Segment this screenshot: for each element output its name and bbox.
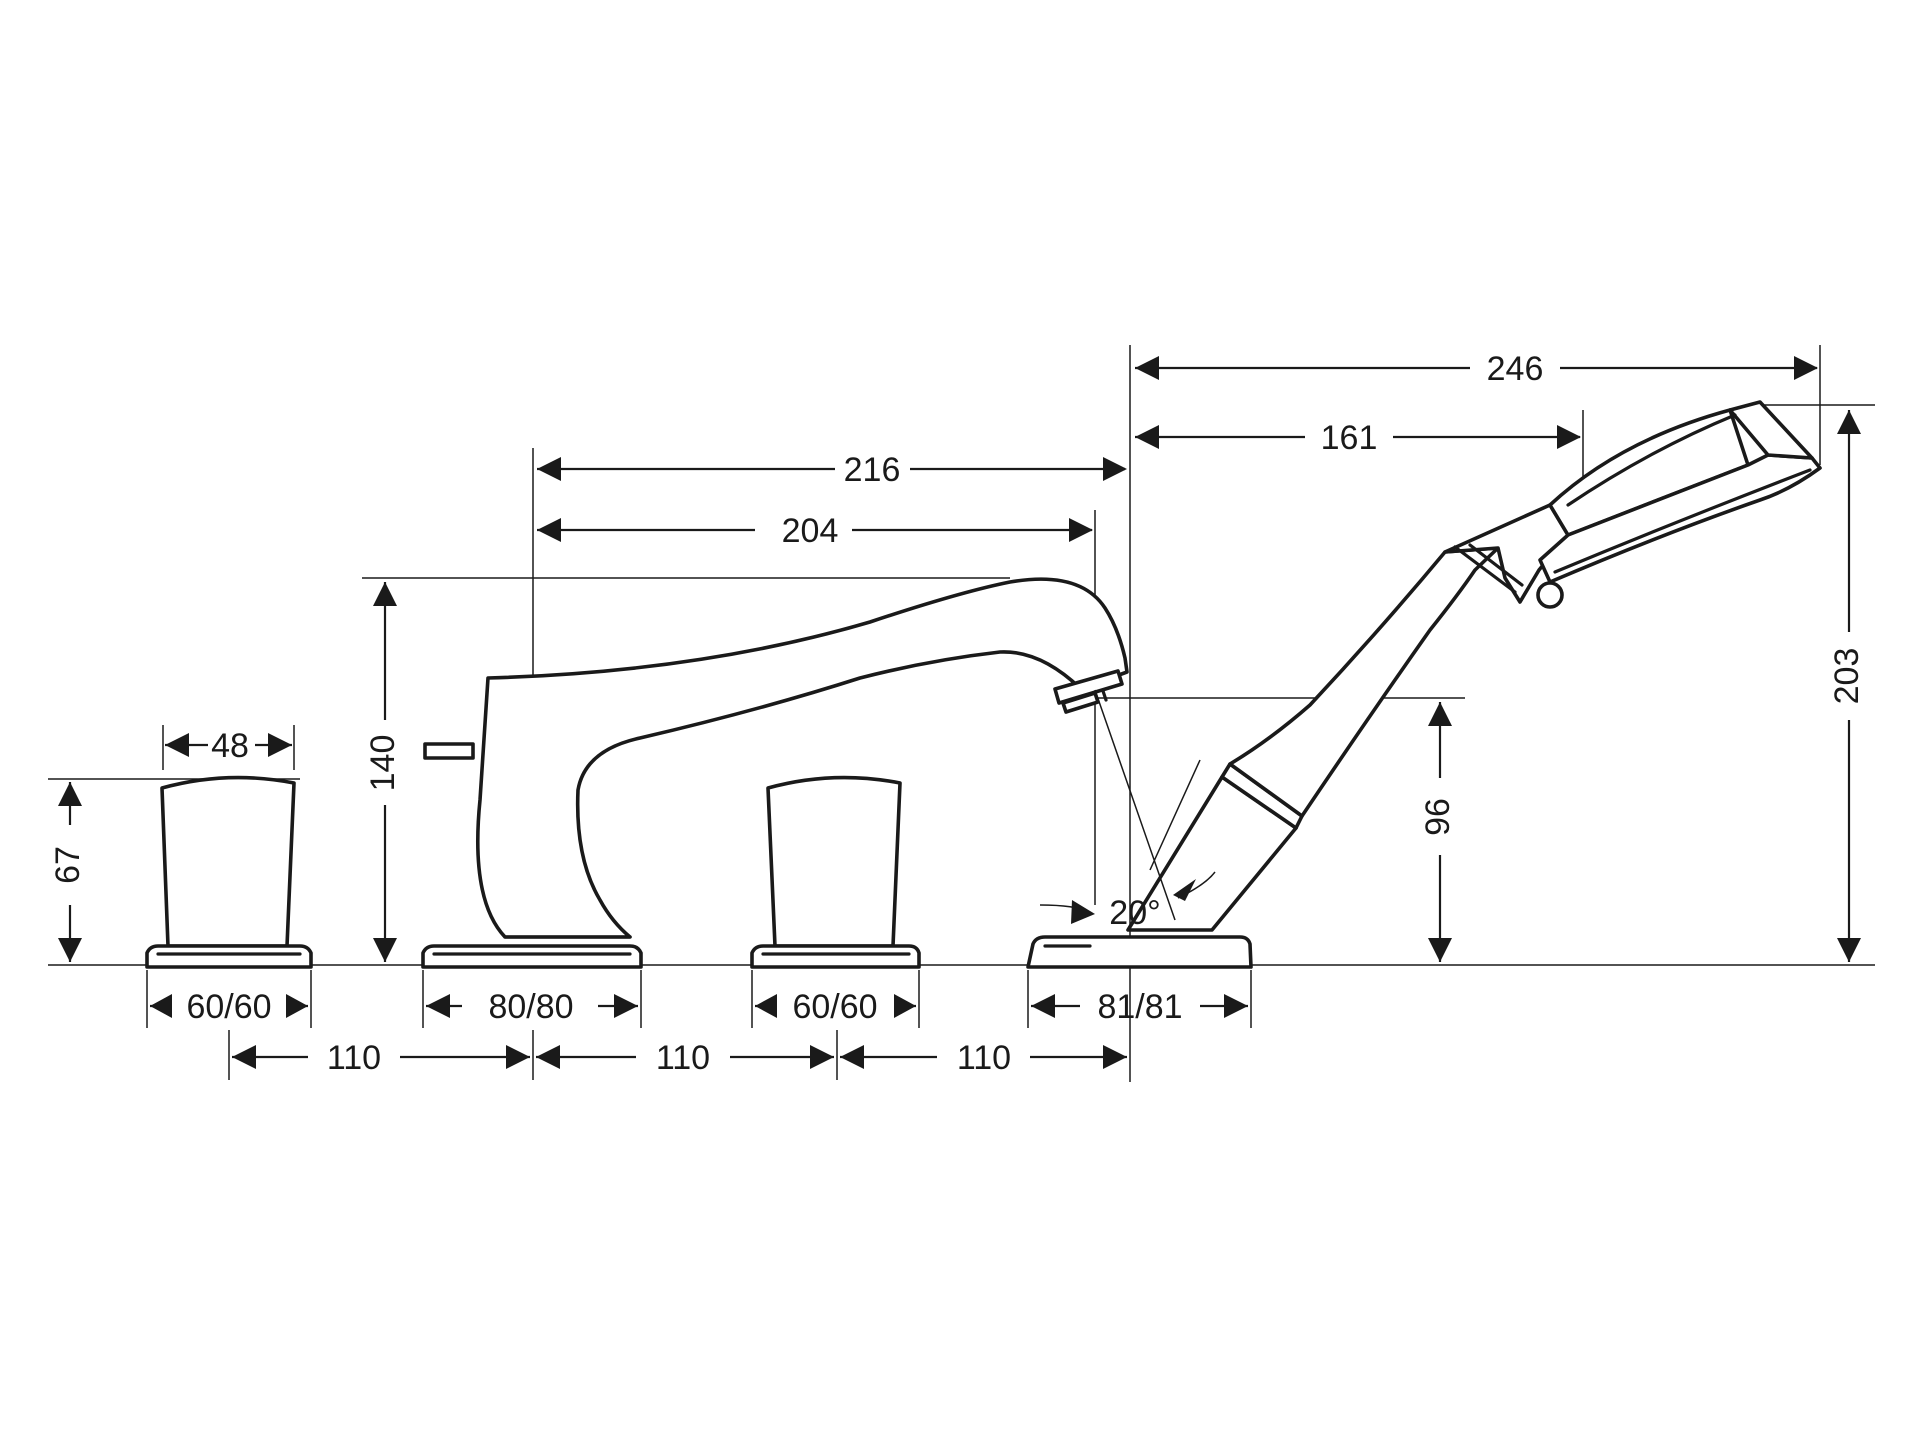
left-handle [145, 775, 313, 969]
spout [421, 577, 1129, 969]
angle-lines [1039, 689, 1216, 921]
dimension-lines [68, 366, 1851, 1059]
label-shower-reach-partial: 161 [1321, 419, 1378, 457]
label-shower-reach-total: 246 [1487, 350, 1544, 388]
label-spacing-2: 110 [656, 1039, 710, 1077]
label-spacing-1: 110 [327, 1039, 381, 1077]
label-spacing-3: 110 [957, 1039, 1011, 1077]
right-handle [750, 775, 921, 969]
label-handle-height: 67 [49, 846, 87, 884]
label-shower-base: 81/81 [1097, 988, 1182, 1026]
label-spout-reach-outer: 216 [844, 451, 901, 489]
label-left-handle-base: 60/60 [186, 988, 271, 1026]
arrowheads [58, 356, 1861, 1069]
hand-shower [1026, 400, 1822, 969]
label-shower-angle: 20° [1109, 894, 1160, 932]
label-spout-height: 140 [364, 735, 402, 792]
extension-lines [48, 345, 1875, 1082]
label-spout-base: 80/80 [488, 988, 573, 1026]
label-handle-width: 48 [211, 727, 249, 765]
label-shower-height-total: 203 [1828, 648, 1866, 705]
label-spout-reach-inner: 204 [782, 512, 839, 550]
dimension-labels: 48 67 140 216 204 246 161 203 96 20° 60/… [49, 350, 1866, 1077]
label-shower-holder-height: 96 [1419, 798, 1457, 836]
label-right-handle-base: 60/60 [792, 988, 877, 1026]
